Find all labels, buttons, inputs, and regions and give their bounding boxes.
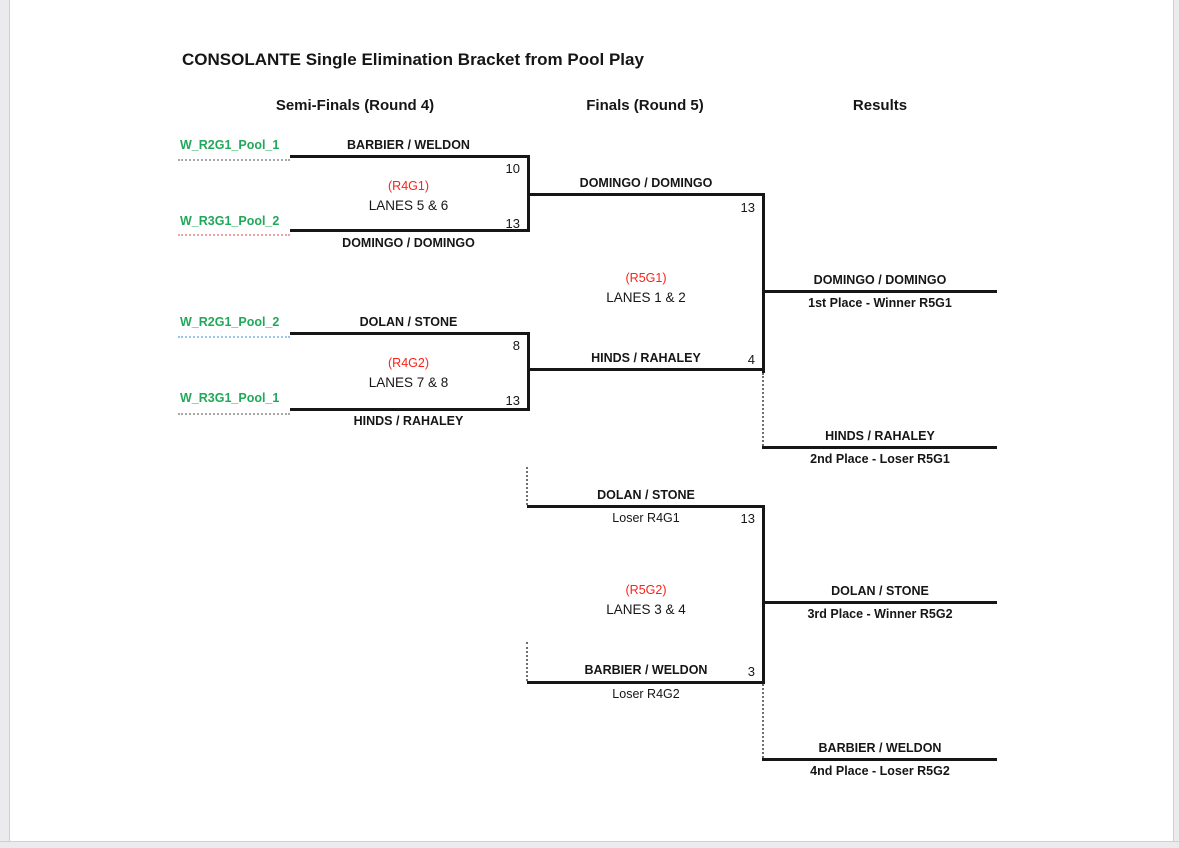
- page-title: CONSOLANTE Single Elimination Bracket fr…: [182, 50, 644, 69]
- r5g2-game-id: (R5G2): [625, 583, 667, 597]
- r5g1-top-team: DOMINGO / DOMINGO: [579, 176, 713, 190]
- r4g1-top-score: 10: [505, 161, 520, 176]
- result-4th-team: BARBIER / WELDON: [818, 741, 942, 755]
- r5g2-top-line: [527, 505, 765, 508]
- column-header-semifinals: Semi-Finals (Round 4): [275, 97, 435, 114]
- r5g2-bottom-team: BARBIER / WELDON: [584, 663, 708, 677]
- r5g2-top-subtitle: Loser R4G1: [612, 511, 680, 525]
- r4g2-right-edge-line: [527, 332, 530, 411]
- r4g1-bottom-line: [290, 229, 530, 232]
- r5g1-loser-drop-line: [762, 373, 764, 446]
- r4g1-lanes-label: LANES 5 & 6: [368, 198, 449, 213]
- r5g2-top-score: 13: [740, 511, 755, 526]
- r4g2-top-score: 8: [512, 338, 520, 353]
- r5g1-bottom-team: HINDS / RAHALEY: [591, 351, 701, 365]
- result-4th-line: [762, 758, 997, 761]
- result-2nd-team: HINDS / RAHALEY: [825, 429, 935, 443]
- r5g2-bottom-subtitle: Loser R4G2: [612, 687, 680, 701]
- r5g2-top-team: DOLAN / STONE: [597, 488, 695, 502]
- result-2nd-line: [762, 446, 997, 449]
- r5g2-bottom-line: [527, 681, 765, 684]
- r5g1-top-score: 13: [740, 200, 755, 215]
- r5g1-right-edge-line: [762, 193, 765, 373]
- r5g2-top-drop-in-line: [526, 467, 528, 505]
- result-1st-label: 1st Place - Winner R5G1: [808, 296, 952, 310]
- right-scrollbar[interactable]: [1173, 0, 1179, 841]
- r4g2-lanes-label: LANES 7 & 8: [368, 375, 449, 390]
- left-gutter: [0, 0, 10, 841]
- r4g2-bottom-line: [290, 408, 530, 411]
- r5g1-bottom-score: 4: [747, 352, 755, 367]
- r4g2-bottom-source-label: W_R3G1_Pool_1: [180, 391, 280, 405]
- r5g1-bottom-line: [527, 368, 765, 371]
- result-3rd-line: [762, 601, 997, 604]
- r4g2-bottom-trace-line: [178, 413, 290, 415]
- r5g2-right-edge-line: [762, 505, 765, 684]
- r5g1-lanes-label: LANES 1 & 2: [606, 290, 686, 305]
- r4g2-top-team: DOLAN / STONE: [359, 315, 458, 329]
- r4g1-top-source-label: W_R2G1_Pool_1: [180, 138, 280, 152]
- r4g1-bottom-trace-line: [178, 234, 290, 236]
- result-1st-team: DOMINGO / DOMINGO: [813, 273, 947, 287]
- result-3rd-label: 3rd Place - Winner R5G2: [807, 607, 953, 621]
- result-4th-label: 4nd Place - Loser R5G2: [810, 764, 950, 778]
- column-header-finals: Finals (Round 5): [586, 97, 704, 114]
- r4g2-game-id: (R4G2): [388, 356, 429, 370]
- r5g2-bottom-score: 3: [747, 664, 755, 679]
- r4g2-top-line: [290, 332, 530, 335]
- r4g1-bottom-score: 13: [505, 216, 520, 231]
- r4g2-top-source-label: W_R2G1_Pool_2: [180, 315, 280, 329]
- column-header-results: Results: [852, 97, 908, 114]
- r4g2-bottom-score: 13: [505, 393, 520, 408]
- r5g1-top-line: [527, 193, 765, 196]
- r4g1-top-team: BARBIER / WELDON: [347, 138, 470, 152]
- r4g2-bottom-team: HINDS / RAHALEY: [353, 414, 464, 428]
- result-3rd-team: DOLAN / STONE: [831, 584, 929, 598]
- r4g1-top-line: [290, 155, 530, 158]
- r5g1-game-id: (R5G1): [625, 271, 667, 285]
- r4g1-top-trace-line: [178, 159, 290, 161]
- r4g2-top-trace-line: [178, 336, 290, 338]
- r5g2-bottom-drop-in-line: [526, 642, 528, 681]
- r5g2-loser-drop-line: [762, 684, 764, 758]
- r5g2-lanes-label: LANES 3 & 4: [606, 602, 686, 617]
- bottom-scrollbar[interactable]: [0, 841, 1179, 848]
- result-2nd-label: 2nd Place - Loser R5G1: [810, 452, 950, 466]
- result-1st-line: [762, 290, 997, 293]
- r4g1-bottom-team: DOMINGO / DOMINGO: [342, 236, 475, 250]
- r4g1-game-id: (R4G1): [388, 179, 429, 193]
- r4g1-bottom-source-label: W_R3G1_Pool_2: [180, 214, 280, 228]
